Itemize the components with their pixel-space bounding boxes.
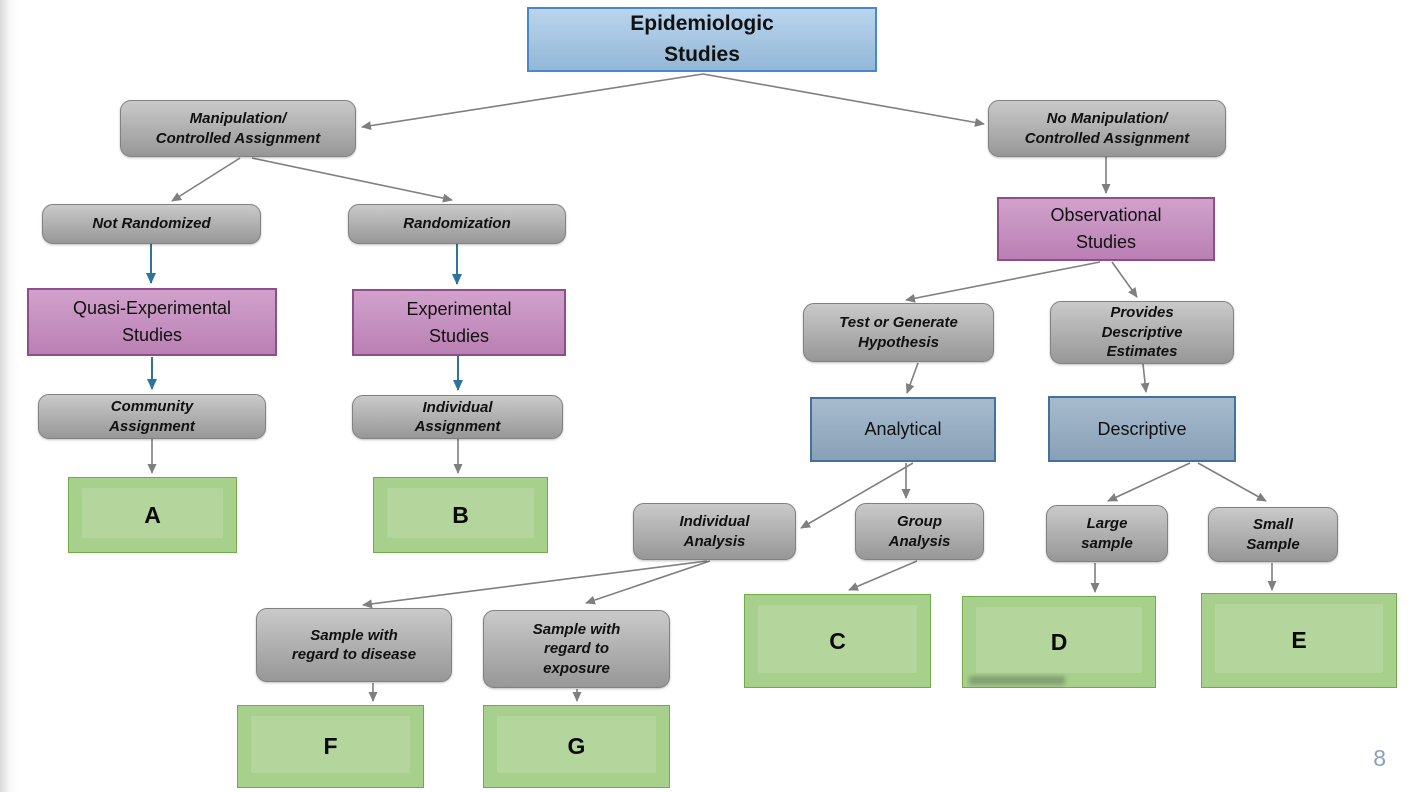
node-b-label: B: [452, 501, 469, 528]
node-large-sample: Large sample: [1046, 505, 1168, 562]
node-a-label: A: [144, 501, 161, 528]
node-a: A: [68, 477, 237, 553]
node-g: G: [483, 705, 670, 788]
node-descriptive: Descriptive: [1048, 396, 1236, 462]
node-provides-descriptive-estimates: Provides Descriptive Estimates: [1050, 301, 1234, 364]
node-b: B: [373, 477, 548, 553]
node-sample-regard-exposure: Sample with regard to exposure: [483, 610, 670, 688]
green-box-overlay: [251, 716, 410, 773]
node-quasi-experimental-studies: Quasi-Experimental Studies: [27, 288, 277, 356]
arrow-observational-to-provides: [1111, 261, 1138, 298]
green-box-overlay: [1215, 604, 1383, 673]
node-d: D: [962, 596, 1156, 688]
green-box-overlay: [758, 605, 917, 673]
arrow-observational-to-test: [905, 261, 1101, 303]
arrow-descriptive-to-large-sample: [1107, 462, 1191, 502]
node-e: E: [1201, 593, 1397, 688]
node-test-or-generate-hypothesis: Test or Generate Hypothesis: [803, 303, 994, 362]
node-not-randomized: Not Randomized: [42, 204, 261, 244]
node-d-label: D: [1050, 628, 1068, 655]
arrow-manipulation-to-not-randomized: [171, 157, 241, 202]
page-number: 8: [1373, 745, 1386, 771]
node-community-assignment: Community Assignment: [38, 394, 266, 439]
node-group-analysis: Group Analysis: [855, 503, 984, 560]
node-e-label: E: [1291, 627, 1307, 653]
green-box-overlay: [976, 607, 1142, 673]
node-individual-assignment: Individual Assignment: [352, 395, 563, 439]
arrow-manipulation-to-randomization: [251, 157, 453, 203]
node-observational-studies: Observational Studies: [997, 197, 1215, 261]
arrow-group-analysis-to-c: [848, 560, 918, 591]
node-analytical: Analytical: [810, 397, 996, 462]
arrow-descriptive-to-small-sample: [1197, 462, 1267, 502]
arrow-provides-to-descriptive: [1140, 363, 1150, 393]
node-f: F: [237, 705, 424, 788]
node-individual-analysis: Individual Analysis: [633, 503, 796, 560]
node-manipulation: Manipulation/ Controlled Assignment: [120, 100, 356, 157]
arrow-root-to-no-manipulation: [702, 73, 985, 127]
green-box-overlay: [387, 488, 534, 538]
node-randomization: Randomization: [348, 204, 566, 244]
arrow-individual-analysis-to-exposure: [585, 560, 711, 605]
node-small-sample: Small Sample: [1208, 507, 1338, 562]
node-c: C: [744, 594, 931, 688]
green-box-overlay: [497, 716, 656, 773]
node-c-label: C: [829, 627, 846, 654]
node-f-label: F: [323, 733, 338, 759]
node-g-label: G: [567, 733, 586, 759]
redacted-text-remnant: [969, 676, 1065, 685]
green-box-overlay: [82, 488, 223, 538]
node-experimental-studies: Experimental Studies: [352, 289, 566, 356]
arrow-test-to-analytical: [905, 362, 919, 394]
arrow-individual-analysis-to-disease: [362, 560, 708, 609]
arrow-root-to-manipulation: [361, 73, 704, 131]
left-edge-shadow: [0, 0, 18, 792]
node-no-manipulation: No Manipulation/ Controlled Assignment: [988, 100, 1226, 157]
node-sample-regard-disease: Sample with regard to disease: [256, 608, 452, 682]
node-epidemiologic-studies: Epidemiologic Studies: [527, 7, 877, 72]
